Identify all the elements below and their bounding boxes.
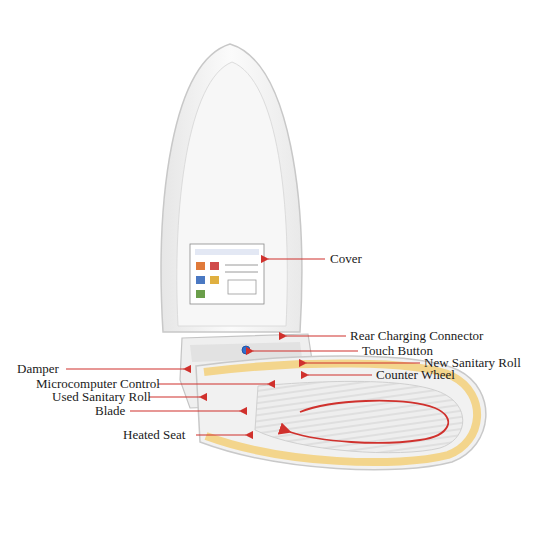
part-label: Cover — [330, 251, 362, 267]
part-label: Heated Seat — [123, 427, 185, 443]
part-label: Damper — [17, 361, 59, 377]
part-label: Rear Charging Connector — [350, 328, 483, 344]
part-label: Used Sanitary Roll — [52, 389, 151, 405]
part-label: Blade — [95, 403, 125, 419]
part-label: Counter Wheel — [376, 367, 455, 383]
part-label: Touch Button — [362, 343, 433, 359]
